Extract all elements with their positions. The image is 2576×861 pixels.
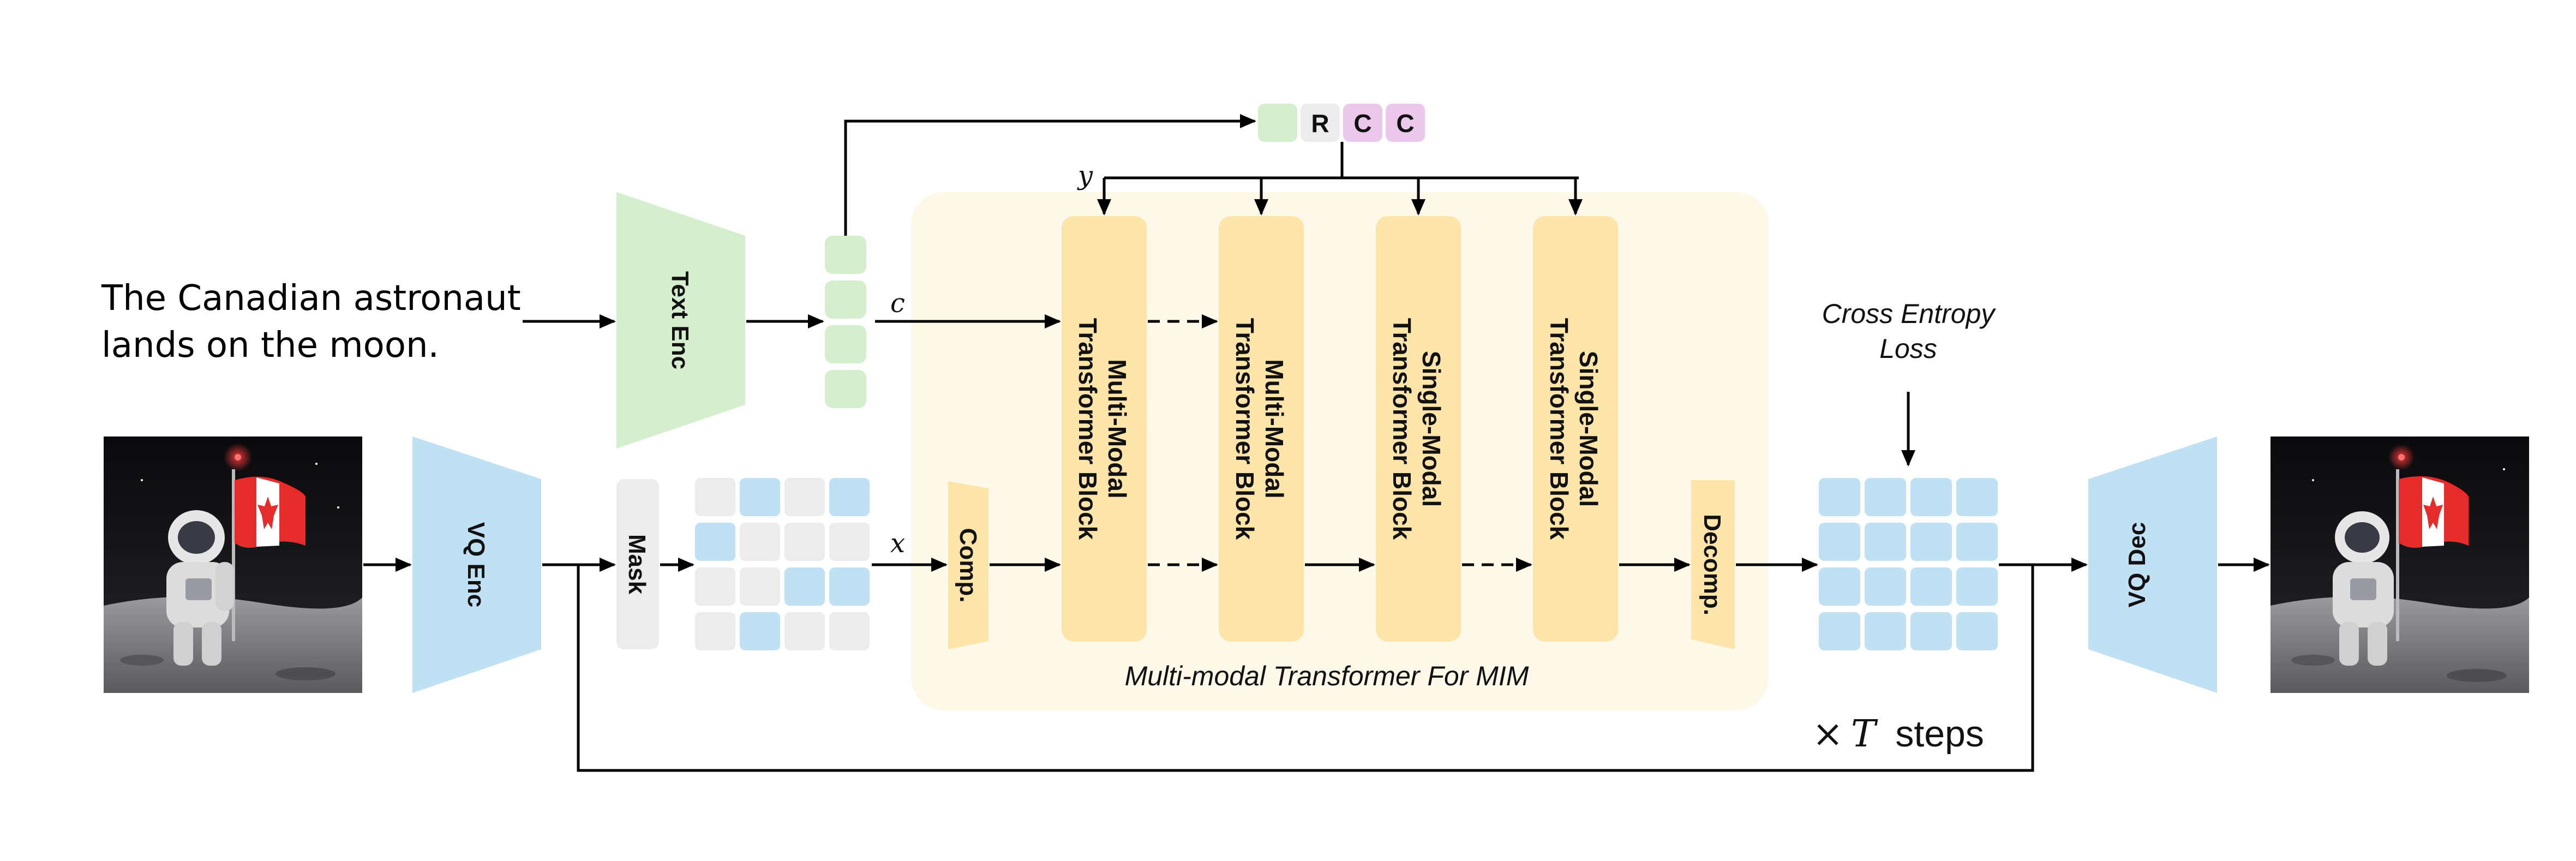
connections [363, 114, 2270, 772]
decompress-label: Decomp. [1699, 514, 1726, 615]
cond-token-c2 [1386, 104, 1425, 142]
cond-token-c2-label: C [1396, 109, 1414, 137]
cond-token-r [1301, 104, 1340, 142]
vq-decoder [2088, 437, 2217, 693]
text-encoder-label: Text Enc [667, 271, 693, 369]
output-image [2271, 437, 2529, 693]
block-2-line2: Transformer Block [1231, 318, 1259, 540]
input-text-line2: lands on the moon. [101, 325, 439, 366]
cond-token-c1-label: C [1353, 109, 1371, 137]
block-3-line1: Single-Modal [1417, 351, 1446, 507]
container-caption: Multi-modal Transformer For MIM [1125, 661, 1529, 691]
mask-label: Mask [624, 534, 650, 595]
label-c: c [890, 288, 905, 319]
masked-token-grid [695, 478, 870, 650]
cond-token-c1 [1343, 104, 1382, 142]
vq-encoder-label: VQ Enc [463, 522, 489, 608]
block-4-line1: Single-Modal [1574, 351, 1603, 507]
block-2-line1: Multi-Modal [1260, 359, 1289, 499]
loss-label-line2: Loss [1879, 333, 1937, 364]
cond-token-green [1258, 104, 1297, 142]
mim-container [911, 192, 1769, 710]
input-image [104, 437, 362, 693]
block-3-line2: Transformer Block [1388, 318, 1416, 540]
block-4-line2: Transformer Block [1545, 318, 1573, 540]
text-encoder [616, 192, 745, 449]
loss-label-line1: Cross Entropy [1822, 298, 1997, 329]
text-tokens [825, 236, 866, 408]
vq-encoder [412, 437, 541, 693]
output-token-grid [1819, 478, 1998, 650]
label-y: y [1077, 160, 1093, 191]
mask-box [616, 479, 659, 649]
transformer-block-1 [1062, 216, 1147, 642]
transformer-block-2 [1219, 216, 1304, 642]
input-text-line1: The Canadian astronaut [101, 278, 521, 319]
block-1-line2: Transformer Block [1074, 318, 1102, 540]
compress-box [948, 481, 989, 649]
decompress-box [1691, 480, 1735, 649]
compress-label: Comp. [955, 528, 981, 603]
label-x: x [890, 528, 905, 559]
block-1-line1: Multi-Modal [1103, 359, 1131, 499]
transformer-block-3 [1376, 216, 1461, 642]
vq-decoder-label: VQ Dec [2124, 522, 2150, 608]
cond-token-r-label: R [1311, 109, 1329, 137]
transformer-block-4 [1533, 216, 1618, 642]
